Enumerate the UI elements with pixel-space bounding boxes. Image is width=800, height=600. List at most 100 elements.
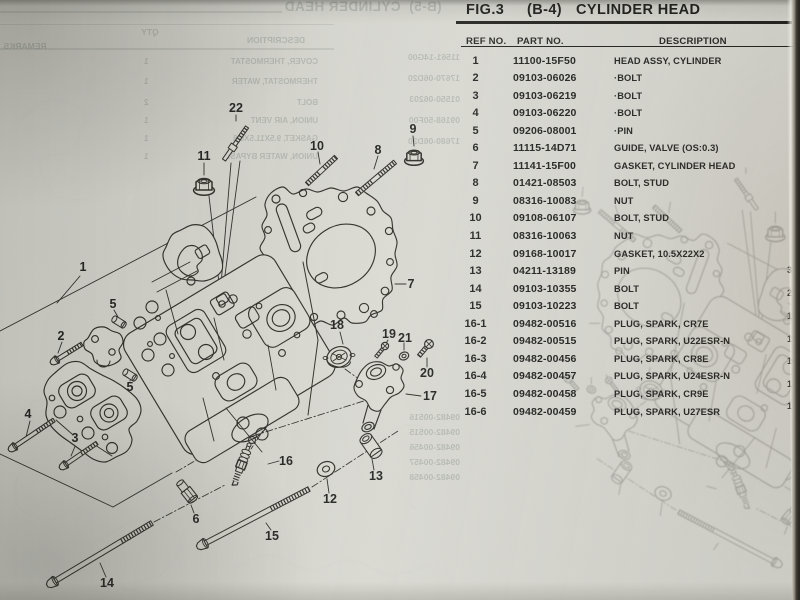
description: ·PIN	[614, 125, 633, 136]
ref-no: 6	[472, 142, 479, 155]
part-no: 09482-00458	[513, 387, 577, 400]
washer-drawing	[654, 486, 672, 501]
page-title: CYLINDER HEAD	[576, 2, 701, 18]
qty-value: 1	[787, 379, 793, 389]
bushing-drawing	[611, 460, 633, 485]
bolt-drawing	[677, 509, 783, 569]
part-no: 09108-06107	[513, 212, 577, 225]
bolt-drawing	[195, 486, 311, 551]
description: ·BOLT	[614, 90, 643, 101]
table-row: 5 09206-08001 ·PIN	[0, 123, 800, 141]
description: GUIDE, VALVE (OS:0.3)	[614, 143, 719, 154]
ref-no: 16-3	[464, 352, 487, 365]
part-callout-5: 5	[109, 297, 117, 311]
part-callout-6: 6	[192, 512, 200, 526]
part-no: 11115-14D71	[513, 142, 577, 155]
part-no: 09482-00516	[513, 317, 577, 330]
ref-no: 16-4	[464, 370, 487, 383]
table-row: 10 09108-06107 BOLT, STUD	[0, 210, 800, 228]
part-callout-11: 11	[197, 149, 211, 163]
part-no: 09103-06220	[513, 107, 577, 120]
part-no: 09103-06026	[513, 72, 577, 85]
description: BOLT, STUD	[614, 213, 670, 224]
ref-no: 16-6	[464, 405, 487, 418]
bushing-drawing	[359, 433, 383, 459]
description: NUT	[614, 231, 634, 241]
description: PLUG, SPARK, CR7E	[614, 318, 709, 329]
part-callout-9: 9	[409, 122, 417, 136]
table-row: 12 09168-10017 GASKET, 10.5X22X2	[0, 246, 800, 264]
ref-no: 13	[469, 265, 482, 278]
part-no: 09482-00457	[513, 370, 577, 383]
ref-no: 8	[472, 177, 479, 190]
part-callout-10: 10	[310, 139, 324, 153]
part-no: 09206-08001	[513, 124, 577, 137]
ref-no: 16-2	[464, 335, 487, 348]
ref-no: 4	[472, 107, 479, 120]
description: PLUG, SPARK, U24ESR-N	[614, 371, 731, 382]
part-callout-2: 2	[57, 329, 65, 343]
description: GASKET, 10.5X22X2	[614, 248, 705, 259]
part-callout-8: 8	[374, 143, 382, 157]
figure-section: (B-4)	[527, 2, 563, 18]
part-callout-17: 17	[423, 389, 437, 403]
ref-no: 5	[472, 124, 479, 137]
description: GASKET, CYLINDER HEAD	[614, 160, 736, 171]
description: PLUG, SPARK, CR8E	[614, 353, 709, 364]
ref-no: 16-5	[464, 387, 487, 400]
description: PLUG, SPARK, U27ESR	[614, 406, 721, 417]
part-callout-4: 4	[24, 407, 32, 421]
part-callout-20: 20	[420, 366, 434, 380]
qty-value: 3	[787, 265, 793, 275]
part-callout-13: 13	[369, 469, 383, 483]
table-row: 16-4 09482-00457 PLUG, SPARK, U24ESR-N	[0, 368, 800, 386]
ref-no: 14	[469, 282, 482, 295]
part-no: 09168-10017	[513, 247, 577, 260]
description: BOLT, STUD	[614, 178, 670, 189]
description: HEAD ASSY, CYLINDER	[614, 55, 722, 66]
part-no: 09482-00515	[513, 335, 577, 348]
part-callout-22: 22	[229, 101, 243, 115]
part-callout-14: 14	[100, 576, 114, 590]
qty-value: 2	[787, 288, 793, 298]
spark-plug-drawing	[731, 469, 751, 509]
part-callout-19: 19	[382, 327, 396, 341]
description: NUT	[614, 195, 634, 206]
ref-no: 16-1	[464, 317, 487, 330]
washer-drawing	[316, 460, 336, 478]
union-drawing	[780, 503, 800, 526]
part-callout-16: 16	[279, 454, 293, 468]
part-callout-18: 18	[330, 318, 344, 332]
description: PIN	[614, 266, 630, 277]
bolt-drawing	[7, 417, 56, 453]
part-no: 11141-15F00	[513, 159, 576, 172]
table-row: 6 11115-14D71 GUIDE, VALVE (OS:0.3)	[0, 140, 800, 158]
ref-no: 11	[469, 230, 482, 242]
part-no: 09103-10355	[513, 282, 577, 295]
table-row: 11 08316-10063 NUT	[0, 228, 800, 246]
qty-value: 1	[787, 334, 793, 344]
ref-no: 9	[472, 194, 479, 207]
part-callout-5: 5	[126, 380, 134, 394]
ref-no: 10	[469, 212, 482, 225]
table-row: 13 04211-13189 PIN	[0, 263, 800, 281]
part-callout-15: 15	[265, 529, 279, 543]
union-drawing	[176, 479, 199, 504]
ref-no: 3	[472, 89, 479, 102]
ref-no: 12	[469, 247, 482, 260]
part-no: 08316-10063	[513, 230, 577, 242]
description: BOLT	[614, 301, 640, 312]
part-no: 04211-13189	[513, 265, 576, 278]
part-callout-21: 21	[398, 331, 412, 345]
